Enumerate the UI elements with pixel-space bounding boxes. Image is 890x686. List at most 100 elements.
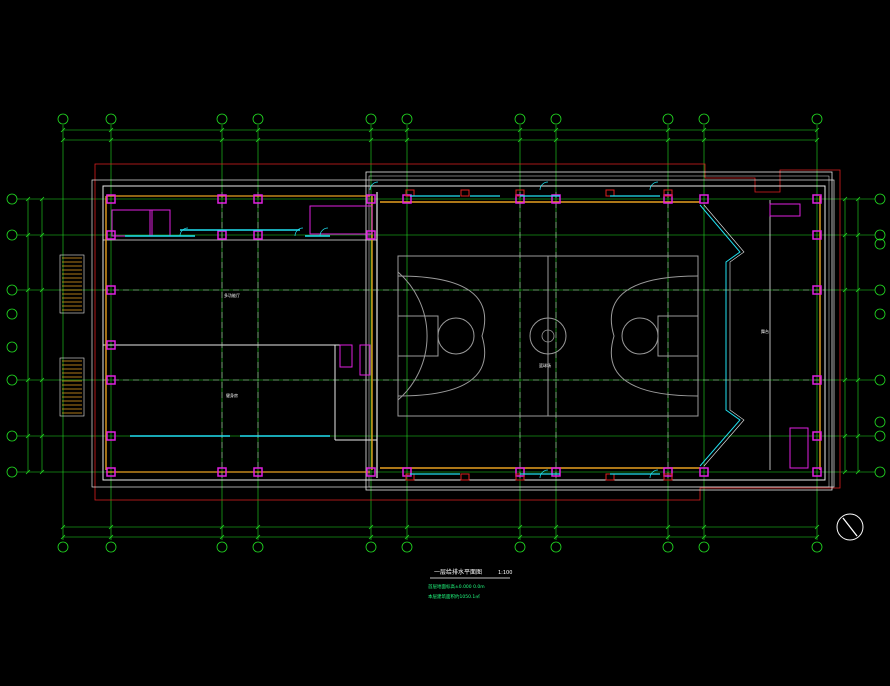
structural-column [366, 230, 376, 240]
axis-bubble-top [401, 113, 413, 125]
dimension-tick [219, 137, 225, 143]
dimension-tick [517, 127, 523, 133]
dimension-tick [25, 232, 31, 238]
court-3pt-arc-left [397, 275, 486, 397]
dimension-tick [404, 137, 410, 143]
structural-column [106, 230, 116, 240]
dimension-tick [255, 524, 261, 530]
room-label-court: 篮球场 [539, 362, 551, 368]
structural-column [402, 194, 412, 204]
axis-bubble-bottom [550, 541, 562, 553]
dimension-tick [517, 534, 523, 540]
structural-column [812, 467, 822, 477]
room-label-stage: 舞台 [761, 328, 769, 334]
dimension-tick [814, 534, 820, 540]
dimension-tick [39, 287, 45, 293]
toilet-fixture [789, 427, 809, 469]
dimension-tick [60, 137, 66, 143]
axis-bubble-top [550, 113, 562, 125]
axis-bubble-left [6, 193, 18, 205]
toilet-fixture [769, 203, 801, 217]
dimension-tick [368, 137, 374, 143]
dimension-tick [553, 137, 559, 143]
structural-column [699, 194, 709, 204]
door-swing [649, 181, 659, 191]
court-3pt-left [397, 271, 428, 401]
dimension-tick [842, 232, 848, 238]
axis-bubble-right [874, 374, 886, 386]
wall-fixture [460, 473, 470, 481]
dimension-tick [553, 524, 559, 530]
dimension-tick [404, 524, 410, 530]
axis-bubble-top [216, 113, 228, 125]
dimension-tick [842, 433, 848, 439]
axis-bubble-bottom [662, 541, 674, 553]
axis-bubble-top [514, 113, 526, 125]
dimension-tick [108, 127, 114, 133]
axis-bubble-left [6, 374, 18, 386]
stair-left-lower [59, 357, 85, 417]
dimension-tick [553, 534, 559, 540]
dimension-tick [842, 196, 848, 202]
dimension-tick [814, 524, 820, 530]
dimension-tick [255, 137, 261, 143]
axis-bubble-left [6, 430, 18, 442]
structural-column [106, 431, 116, 441]
axis-bubble-right [874, 238, 886, 250]
axis-bubble-bottom [365, 541, 377, 553]
dimension-tick [219, 534, 225, 540]
structural-column [551, 194, 561, 204]
dimension-tick [404, 127, 410, 133]
dimension-tick [701, 524, 707, 530]
axis-bubble-top [698, 113, 710, 125]
dimension-tick [60, 524, 66, 530]
structural-column [106, 194, 116, 204]
door-swing [179, 227, 189, 237]
axis-bubble-right [874, 308, 886, 320]
structural-column [663, 194, 673, 204]
structural-column [812, 375, 822, 385]
structural-column [253, 467, 263, 477]
dimension-tick [517, 137, 523, 143]
dimension-tick [255, 534, 261, 540]
dimension-tick [39, 232, 45, 238]
structural-column [106, 467, 116, 477]
axis-bubble-top [662, 113, 674, 125]
dimension-tick [855, 433, 861, 439]
structural-column [106, 285, 116, 295]
door-swing [539, 181, 549, 191]
structural-column [106, 375, 116, 385]
structural-column [812, 230, 822, 240]
structural-column [812, 285, 822, 295]
drawing-scale: 1:100 [498, 570, 512, 576]
dimension-tick [842, 377, 848, 383]
dimension-tick [842, 287, 848, 293]
structural-column [551, 467, 561, 477]
north-arrow-icon [836, 513, 864, 541]
dimension-tick [108, 137, 114, 143]
structural-column [366, 194, 376, 204]
dimension-tick [814, 127, 820, 133]
door-swing [649, 469, 659, 479]
dimension-tick [25, 287, 31, 293]
dimension-tick [665, 127, 671, 133]
structural-column [217, 230, 227, 240]
dimension-tick [842, 469, 848, 475]
axis-bubble-top [252, 113, 264, 125]
axis-bubble-bottom [216, 541, 228, 553]
structural-column [217, 194, 227, 204]
wall-fixture [663, 189, 673, 197]
door-swing [294, 227, 304, 237]
axis-bubble-left [6, 284, 18, 296]
axis-bubble-right [874, 284, 886, 296]
structural-column [253, 194, 263, 204]
structural-column [663, 467, 673, 477]
gym-hall-wall [365, 171, 833, 491]
toilet-fixture [339, 344, 353, 368]
dimension-tick [39, 196, 45, 202]
door-swing [319, 227, 329, 237]
gym-hall-wall-inner [368, 175, 830, 488]
court-ft-circle-right [621, 317, 659, 355]
